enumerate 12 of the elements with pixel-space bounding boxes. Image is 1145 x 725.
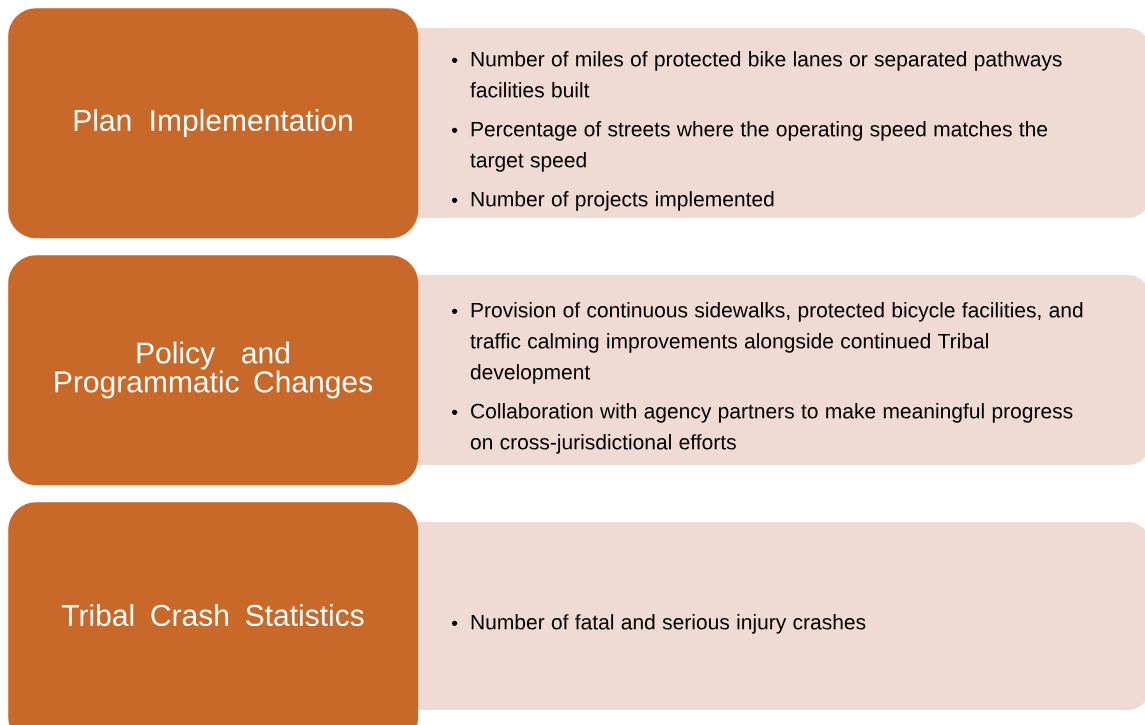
bullet-item: Number of fatal and serious injury crashes [452, 614, 866, 634]
bullet-item: Percentage of streets where the operating speed matches the target speed [452, 121, 1048, 172]
bullet-item: Collaboration with agency partners to make meaningful progress on cross-jurisdictional efforts [452, 403, 1073, 454]
heading-box: Tribal Crash Statistics [8, 502, 419, 725]
bullet-item: Provision of continuous sidewalks, protected bicycle facilities, and traffic calming improvements alongside continued Tribal development [452, 302, 1083, 384]
metric-panel [418, 275, 1145, 465]
bullet-item: Number of miles of protected bike lanes or separated pathways facilities built [452, 51, 1062, 98]
heading-box: Plan Implementation [8, 8, 419, 239]
heading-box: Policy and Programmatic Changes [8, 255, 419, 486]
metric-panel [418, 522, 1145, 710]
bullet-item: Number of projects implemented [452, 191, 774, 211]
metric-panel [418, 28, 1145, 218]
